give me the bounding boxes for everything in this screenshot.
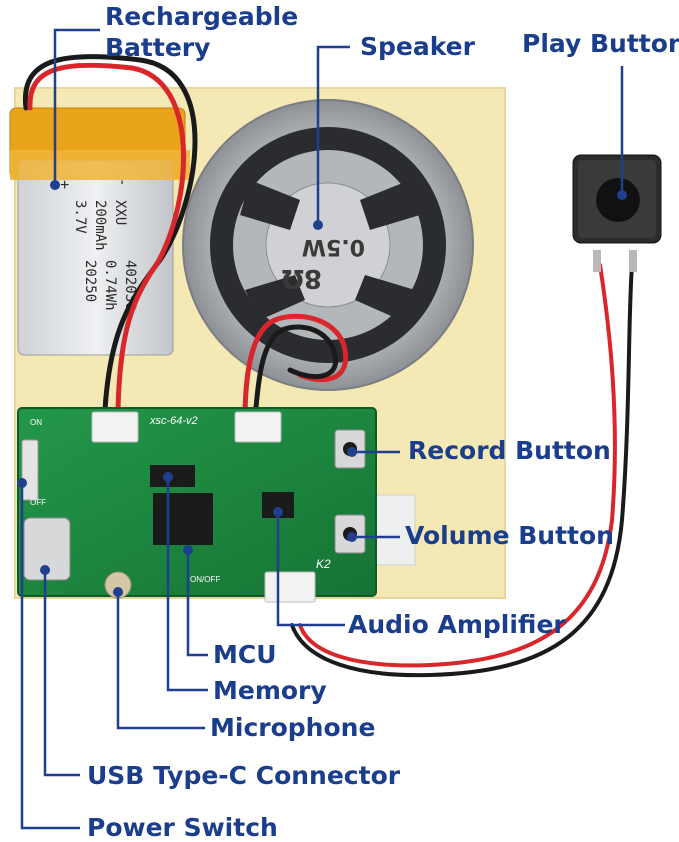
speaker-print-ohm: 8Ω	[282, 263, 322, 293]
label-mcu: MCU	[213, 640, 277, 669]
label-usb-type-c: USB Type-C Connector	[87, 761, 401, 790]
leader-lines	[20, 28, 624, 830]
label-memory: Memory	[213, 676, 327, 705]
label-record-button: Record Button	[408, 436, 611, 465]
battery-print-1: -	[114, 178, 130, 186]
label-battery-line2: Battery	[105, 33, 211, 62]
battery-print-2: XXU	[112, 200, 128, 225]
speaker	[182, 99, 474, 391]
pcb-k2-print: K2	[316, 557, 331, 571]
pcb-on-print: ON	[30, 418, 42, 427]
pcb-onoff-print: ON/OFF	[190, 575, 220, 584]
label-microphone: Microphone	[210, 713, 376, 742]
battery-print-7: 20250	[82, 260, 98, 302]
pcb	[17, 407, 377, 603]
pcb-model-print: xsc-64-v2	[149, 415, 198, 427]
pcb-off-print: OFF	[30, 498, 46, 507]
label-volume-button: Volume Button	[405, 521, 614, 550]
battery-plus: +	[60, 177, 69, 194]
wires	[22, 54, 634, 678]
label-play-button: Play Button	[522, 29, 679, 58]
label-speaker: Speaker	[360, 32, 475, 61]
play-button-part	[572, 154, 662, 272]
battery-print-4: 3.7V	[72, 200, 88, 234]
leader-dots	[17, 180, 627, 597]
label-power-switch: Power Switch	[87, 813, 278, 842]
speaker-print-watt: 0.5W	[302, 234, 365, 259]
label-audio-amplifier: Audio Amplifier	[348, 610, 566, 639]
label-battery-line1: Rechargeable	[105, 2, 299, 31]
backing-strip	[374, 494, 416, 566]
battery-print-6: 0.74Wh	[102, 260, 118, 311]
battery-print-3: 200mAh	[92, 200, 108, 251]
